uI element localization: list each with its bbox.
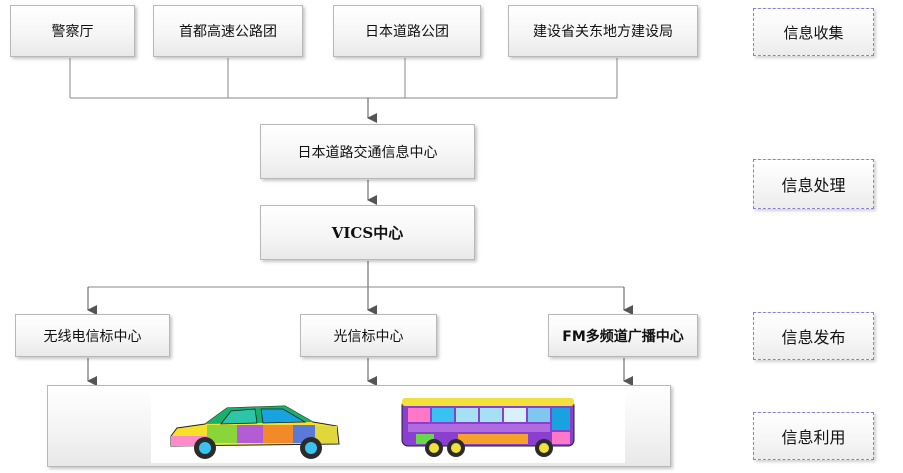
stage-usage: 信息利用 xyxy=(753,412,874,460)
stage-publishing: 信息发布 xyxy=(753,312,874,360)
stage-collection: 信息收集 xyxy=(753,8,874,56)
source-police: 警察厅 xyxy=(10,5,135,57)
source-kanto-bureau: 建设省关东地方建设局 xyxy=(508,5,698,57)
radio-beacon-center: 无线电信标中心 xyxy=(15,314,170,357)
stage-processing: 信息处理 xyxy=(753,159,874,209)
fm-multiplex-center: FM多频道广播中心 xyxy=(548,314,698,357)
car-icon xyxy=(170,405,340,459)
vics-center: VICS中心 xyxy=(260,205,475,260)
optical-beacon-center: 光信标中心 xyxy=(300,314,437,357)
bus-icon xyxy=(401,398,575,457)
source-metropolitan-expressway: 首都高速公路团 xyxy=(153,5,303,57)
jartic-center: 日本道路交通信息中心 xyxy=(260,124,475,179)
usage-box xyxy=(47,385,671,467)
source-japan-highway: 日本道路公团 xyxy=(333,5,481,57)
